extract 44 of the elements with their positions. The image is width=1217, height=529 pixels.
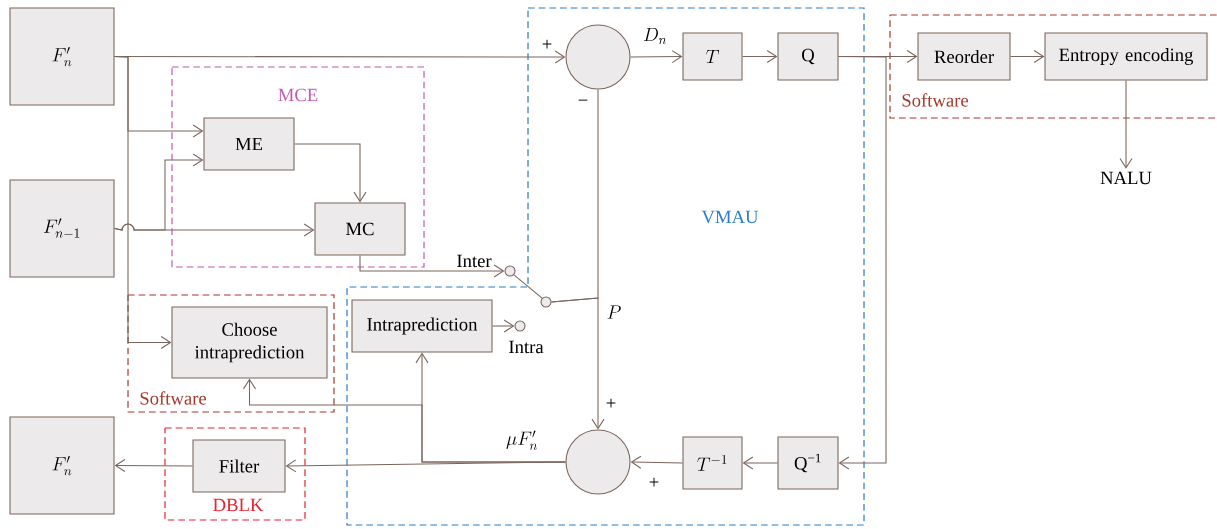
arrow	[742, 49, 778, 64]
output-label: NALU	[1100, 171, 1152, 185]
process-box: Q$^{−1}$	[777, 436, 839, 490]
arrow	[838, 55, 887, 470]
switch-contact	[540, 296, 552, 308]
summing-junction	[565, 429, 631, 495]
arrow	[630, 455, 683, 469]
switch-contact	[504, 265, 516, 277]
arrow	[242, 378, 566, 463]
arrow	[630, 50, 683, 64]
process-box: ME	[203, 117, 295, 171]
process-box: $F'_{n-1}$	[9, 179, 115, 278]
edge-label: $D_n$	[641, 26, 669, 46]
process-box: Choose intraprediction	[171, 306, 328, 379]
process-box: $T^{-1}$	[682, 436, 743, 490]
sign-label: +	[606, 398, 616, 408]
arrow	[359, 255, 505, 278]
arrow	[551, 297, 605, 430]
signal-label: $P$	[607, 305, 621, 319]
edge-label: $\mu F'_n$	[504, 429, 540, 451]
process-box: Reorder	[917, 32, 1011, 81]
arrow	[742, 456, 778, 470]
arrow	[492, 319, 515, 333]
arrow	[1119, 80, 1133, 169]
switch-contact	[514, 320, 526, 332]
process-box: Entropy encoding	[1044, 32, 1208, 81]
arrow	[114, 459, 193, 473]
arrow	[1010, 49, 1045, 64]
process-box: Intraprediction	[351, 299, 493, 353]
sign-label: +	[542, 39, 552, 49]
sign-label: −	[578, 99, 588, 101]
process-box: $F'_n$	[9, 416, 115, 515]
arrow	[114, 55, 172, 350]
process-box: $T$	[682, 32, 743, 81]
summing-junction	[565, 24, 631, 90]
process-box: $F'_n$	[9, 7, 115, 106]
process-box: Filter	[192, 439, 286, 493]
process-box: MC	[314, 202, 406, 256]
switch-label: Intra	[509, 340, 544, 354]
arrow	[114, 223, 315, 237]
arrow	[294, 143, 367, 203]
switch-label: Inter	[457, 254, 492, 268]
process-box: Q	[777, 32, 839, 81]
sign-label: +	[649, 477, 659, 487]
